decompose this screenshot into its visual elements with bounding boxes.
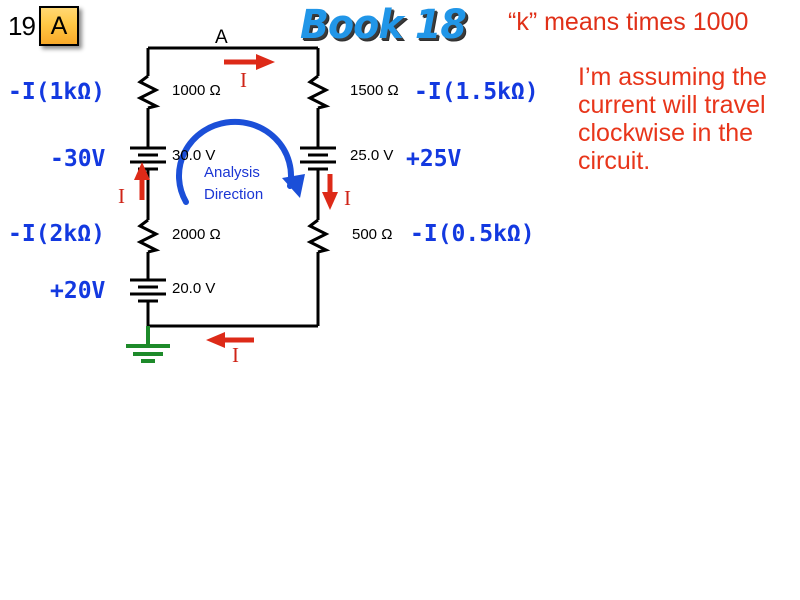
term-left-battery-bottom: +20V: [50, 278, 106, 304]
current-arrow-right: [322, 174, 338, 210]
current-label-top: I: [240, 68, 247, 92]
battery-left-bottom: [130, 278, 166, 303]
value-right-battery: 25.0 V: [350, 147, 394, 164]
value-left-resistor-top: 1000 Ω: [172, 82, 221, 99]
value-right-resistor-top: 1500 Ω: [350, 82, 399, 99]
value-left-battery-top: 30.0 V: [172, 147, 216, 164]
k-meaning-note: “k” means times 1000: [508, 8, 749, 36]
current-arrow-bottom: [206, 332, 254, 348]
analysis-direction-arrow: [176, 118, 305, 205]
term-right-battery: +25V: [406, 146, 462, 172]
analysis-direction-line1: Analysis: [204, 164, 260, 181]
node-label-a: A: [215, 27, 228, 48]
resistor-right-top: [306, 74, 331, 110]
battery-right: [300, 146, 336, 171]
term-right-resistor-bottom: -I(0.5kΩ): [410, 221, 535, 247]
current-arrow-top: [224, 54, 275, 70]
term-left-resistor-bottom: -I(2kΩ): [8, 221, 105, 247]
term-left-battery-top: -30V: [50, 146, 106, 172]
slide-badge: 19 A: [8, 6, 79, 46]
resistor-right-bottom: [306, 218, 331, 254]
slide-letter: A: [50, 11, 68, 40]
current-label-right: I: [344, 186, 351, 210]
resistor-left-top: [136, 74, 161, 110]
term-right-resistor-top: -I(1.5kΩ): [414, 79, 539, 105]
page-title: Book 18: [300, 2, 467, 48]
value-right-resistor-bottom: 500 Ω: [352, 226, 393, 243]
value-left-battery-bottom: 20.0 V: [172, 280, 216, 297]
current-label-left: I: [118, 184, 125, 208]
assumption-note: I’m assuming the current will travel clo…: [578, 63, 767, 175]
ground-symbol: [126, 326, 170, 363]
value-left-resistor-bottom: 2000 Ω: [172, 226, 221, 243]
current-arrow-left: [134, 162, 150, 200]
current-label-bottom: I: [232, 343, 239, 367]
slide-number: 19: [8, 11, 36, 41]
analysis-direction-line2: Direction: [204, 186, 264, 203]
battery-left-top: [130, 146, 166, 171]
term-left-resistor-top: -I(1kΩ): [8, 79, 105, 105]
slide-letter-box: A: [38, 6, 79, 46]
resistor-left-bottom: [136, 218, 161, 254]
